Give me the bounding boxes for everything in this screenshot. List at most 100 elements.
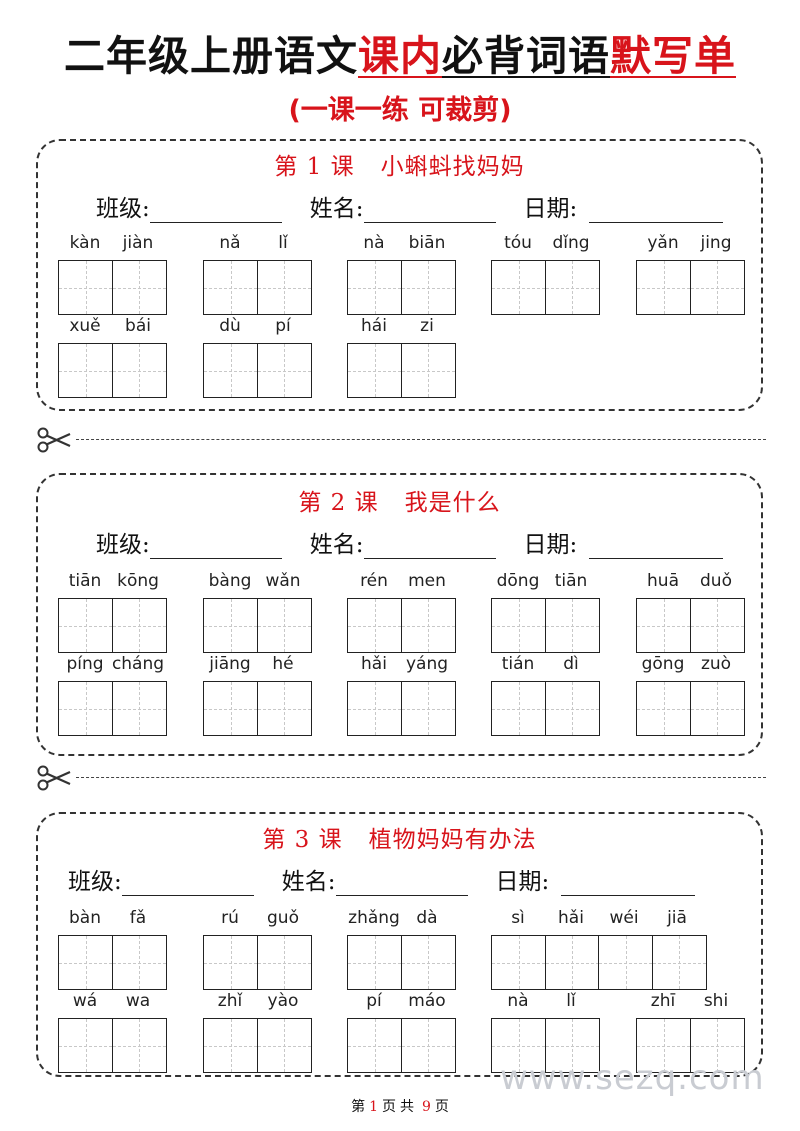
writing-box[interactable] [491, 260, 546, 315]
student-info-row: 班级:姓名:日期: [96, 525, 724, 559]
writing-box[interactable] [400, 1018, 456, 1073]
class-label: 班级: [68, 869, 122, 895]
pinyin-label: wéi [609, 908, 639, 928]
pinyin-label: lǐ [278, 233, 288, 253]
date-field[interactable] [589, 538, 724, 559]
pinyin-label: sì [511, 908, 525, 928]
writing-box[interactable] [111, 343, 167, 398]
writing-box[interactable] [58, 343, 113, 398]
writing-box[interactable] [598, 935, 653, 990]
pinyin-label: duǒ [700, 571, 732, 591]
writing-box[interactable] [400, 260, 456, 315]
class-field[interactable] [149, 202, 282, 223]
pinyin-label: huā [647, 571, 679, 591]
writing-box[interactable] [347, 260, 402, 315]
writing-box[interactable] [491, 598, 546, 653]
title-part-1: 二年级上册语文 [64, 32, 358, 80]
name-field[interactable] [335, 875, 468, 896]
writing-box[interactable] [689, 260, 745, 315]
writing-box[interactable] [203, 1018, 258, 1073]
pinyin-label: píng [66, 654, 104, 674]
writing-box[interactable] [400, 935, 456, 990]
writing-box[interactable] [491, 935, 546, 990]
writing-box[interactable] [256, 1018, 312, 1073]
name-label: 姓名: [281, 869, 336, 895]
date-field[interactable] [589, 202, 724, 223]
writing-box[interactable] [111, 598, 167, 653]
pinyin-label: tiān [554, 571, 588, 591]
pinyin-label: lǐ [566, 991, 576, 1011]
writing-box[interactable] [203, 935, 258, 990]
writing-box[interactable] [256, 935, 312, 990]
writing-box[interactable] [347, 598, 402, 653]
lesson-title: 第 1 课小蝌蚪找妈妈 [38, 147, 761, 181]
page-title: 二年级上册语文课内必背词语默写单 [0, 22, 800, 82]
writing-box[interactable] [400, 598, 456, 653]
pinyin-label: jiā [667, 908, 687, 928]
writing-box[interactable] [651, 935, 707, 990]
writing-box[interactable] [203, 260, 258, 315]
writing-box[interactable] [544, 681, 600, 736]
scissors-icon [37, 427, 71, 453]
lesson-name: 植物妈妈有办法 [368, 827, 537, 853]
writing-box[interactable] [347, 681, 402, 736]
writing-box[interactable] [203, 598, 258, 653]
writing-box[interactable] [544, 935, 600, 990]
pinyin-label: hái [361, 316, 387, 336]
writing-box[interactable] [256, 260, 312, 315]
writing-box[interactable] [58, 1018, 113, 1073]
writing-box[interactable] [636, 1018, 691, 1073]
class-field[interactable] [121, 875, 254, 896]
writing-box[interactable] [58, 681, 113, 736]
pinyin-label: nà [363, 233, 385, 253]
writing-box[interactable] [491, 1018, 546, 1073]
pinyin-label: shi [703, 991, 729, 1011]
pinyin-label: jing [700, 233, 732, 253]
writing-box[interactable] [491, 681, 546, 736]
writing-box[interactable] [689, 598, 745, 653]
writing-box[interactable] [111, 1018, 167, 1073]
writing-box[interactable] [636, 681, 691, 736]
writing-box[interactable] [111, 260, 167, 315]
writing-box[interactable] [203, 343, 258, 398]
pinyin-label: bái [125, 316, 151, 336]
writing-box[interactable] [544, 1018, 600, 1073]
writing-box[interactable] [347, 1018, 402, 1073]
writing-box[interactable] [400, 681, 456, 736]
writing-box[interactable] [256, 681, 312, 736]
name-field[interactable] [363, 538, 496, 559]
title-part-2: 课内 [358, 32, 442, 80]
writing-box[interactable] [203, 681, 258, 736]
writing-box[interactable] [58, 935, 113, 990]
name-field[interactable] [363, 202, 496, 223]
writing-box[interactable] [689, 1018, 745, 1073]
writing-box[interactable] [111, 935, 167, 990]
class-field[interactable] [149, 538, 282, 559]
writing-box[interactable] [347, 935, 402, 990]
writing-box[interactable] [58, 260, 113, 315]
writing-box[interactable] [58, 598, 113, 653]
footer-text: 第 [351, 1099, 366, 1115]
writing-box[interactable] [256, 598, 312, 653]
writing-box[interactable] [636, 598, 691, 653]
writing-box[interactable] [256, 343, 312, 398]
date-label: 日期: [523, 196, 578, 222]
date-field[interactable] [561, 875, 696, 896]
writing-box[interactable] [544, 598, 600, 653]
writing-box[interactable] [689, 681, 745, 736]
pinyin-label: zhī [650, 991, 676, 1011]
writing-box[interactable] [636, 260, 691, 315]
lesson-number: 第 1 课 [274, 154, 355, 180]
writing-box[interactable] [544, 260, 600, 315]
footer-page-number: 1 [369, 1099, 378, 1115]
writing-box[interactable] [111, 681, 167, 736]
writing-box[interactable] [400, 343, 456, 398]
writing-box[interactable] [347, 343, 402, 398]
